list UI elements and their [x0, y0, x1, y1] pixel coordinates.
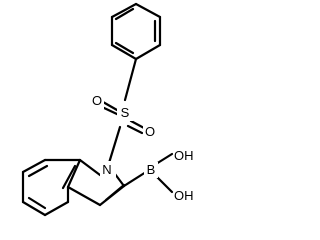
- hydroxyl-top-label: OH: [174, 148, 194, 163]
- bond: [123, 57, 138, 102]
- label-mask: [117, 103, 133, 121]
- boron-label: B: [147, 162, 156, 177]
- bond: [66, 158, 82, 189]
- label-mask: [100, 161, 116, 177]
- bond: [113, 172, 126, 188]
- bond: [129, 119, 146, 130]
- bond: [21, 200, 47, 217]
- bond: [154, 174, 174, 194]
- label-mask: [144, 162, 158, 178]
- bond: [126, 124, 144, 135]
- bond: [43, 200, 70, 217]
- bond: [110, 2, 138, 19]
- oxygen-right-label: O: [145, 124, 155, 139]
- pyrrole-ring: [66, 158, 126, 207]
- bond: [27, 164, 49, 178]
- bond: [134, 43, 162, 61]
- bond: [104, 183, 126, 202]
- bond: [110, 43, 138, 61]
- structure-canvas: S O O N B OH OH: [21, 2, 194, 217]
- bond: [27, 196, 47, 210]
- bond: [100, 105, 121, 117]
- oxygen-top-label: O: [92, 93, 102, 108]
- benzo-ring: [21, 158, 82, 217]
- bond: [78, 158, 102, 177]
- nitrogen-label: N: [102, 162, 111, 177]
- sulfur-label: S: [121, 105, 130, 120]
- molecule-drawing: S O O N B OH OH: [21, 2, 194, 217]
- bond: [21, 158, 47, 174]
- phenyl-ring: [110, 2, 162, 61]
- bond: [101, 100, 119, 112]
- label-mask: [90, 93, 104, 109]
- hydroxyl-bottom-label: OH: [174, 188, 194, 203]
- bond: [114, 7, 135, 21]
- bond: [114, 41, 135, 55]
- bond: [122, 170, 148, 188]
- bond: [66, 185, 102, 207]
- bond: [61, 164, 77, 190]
- bond: [107, 125, 122, 165]
- bond: [154, 152, 174, 166]
- label-mask: [143, 124, 157, 140]
- bond: [134, 2, 162, 19]
